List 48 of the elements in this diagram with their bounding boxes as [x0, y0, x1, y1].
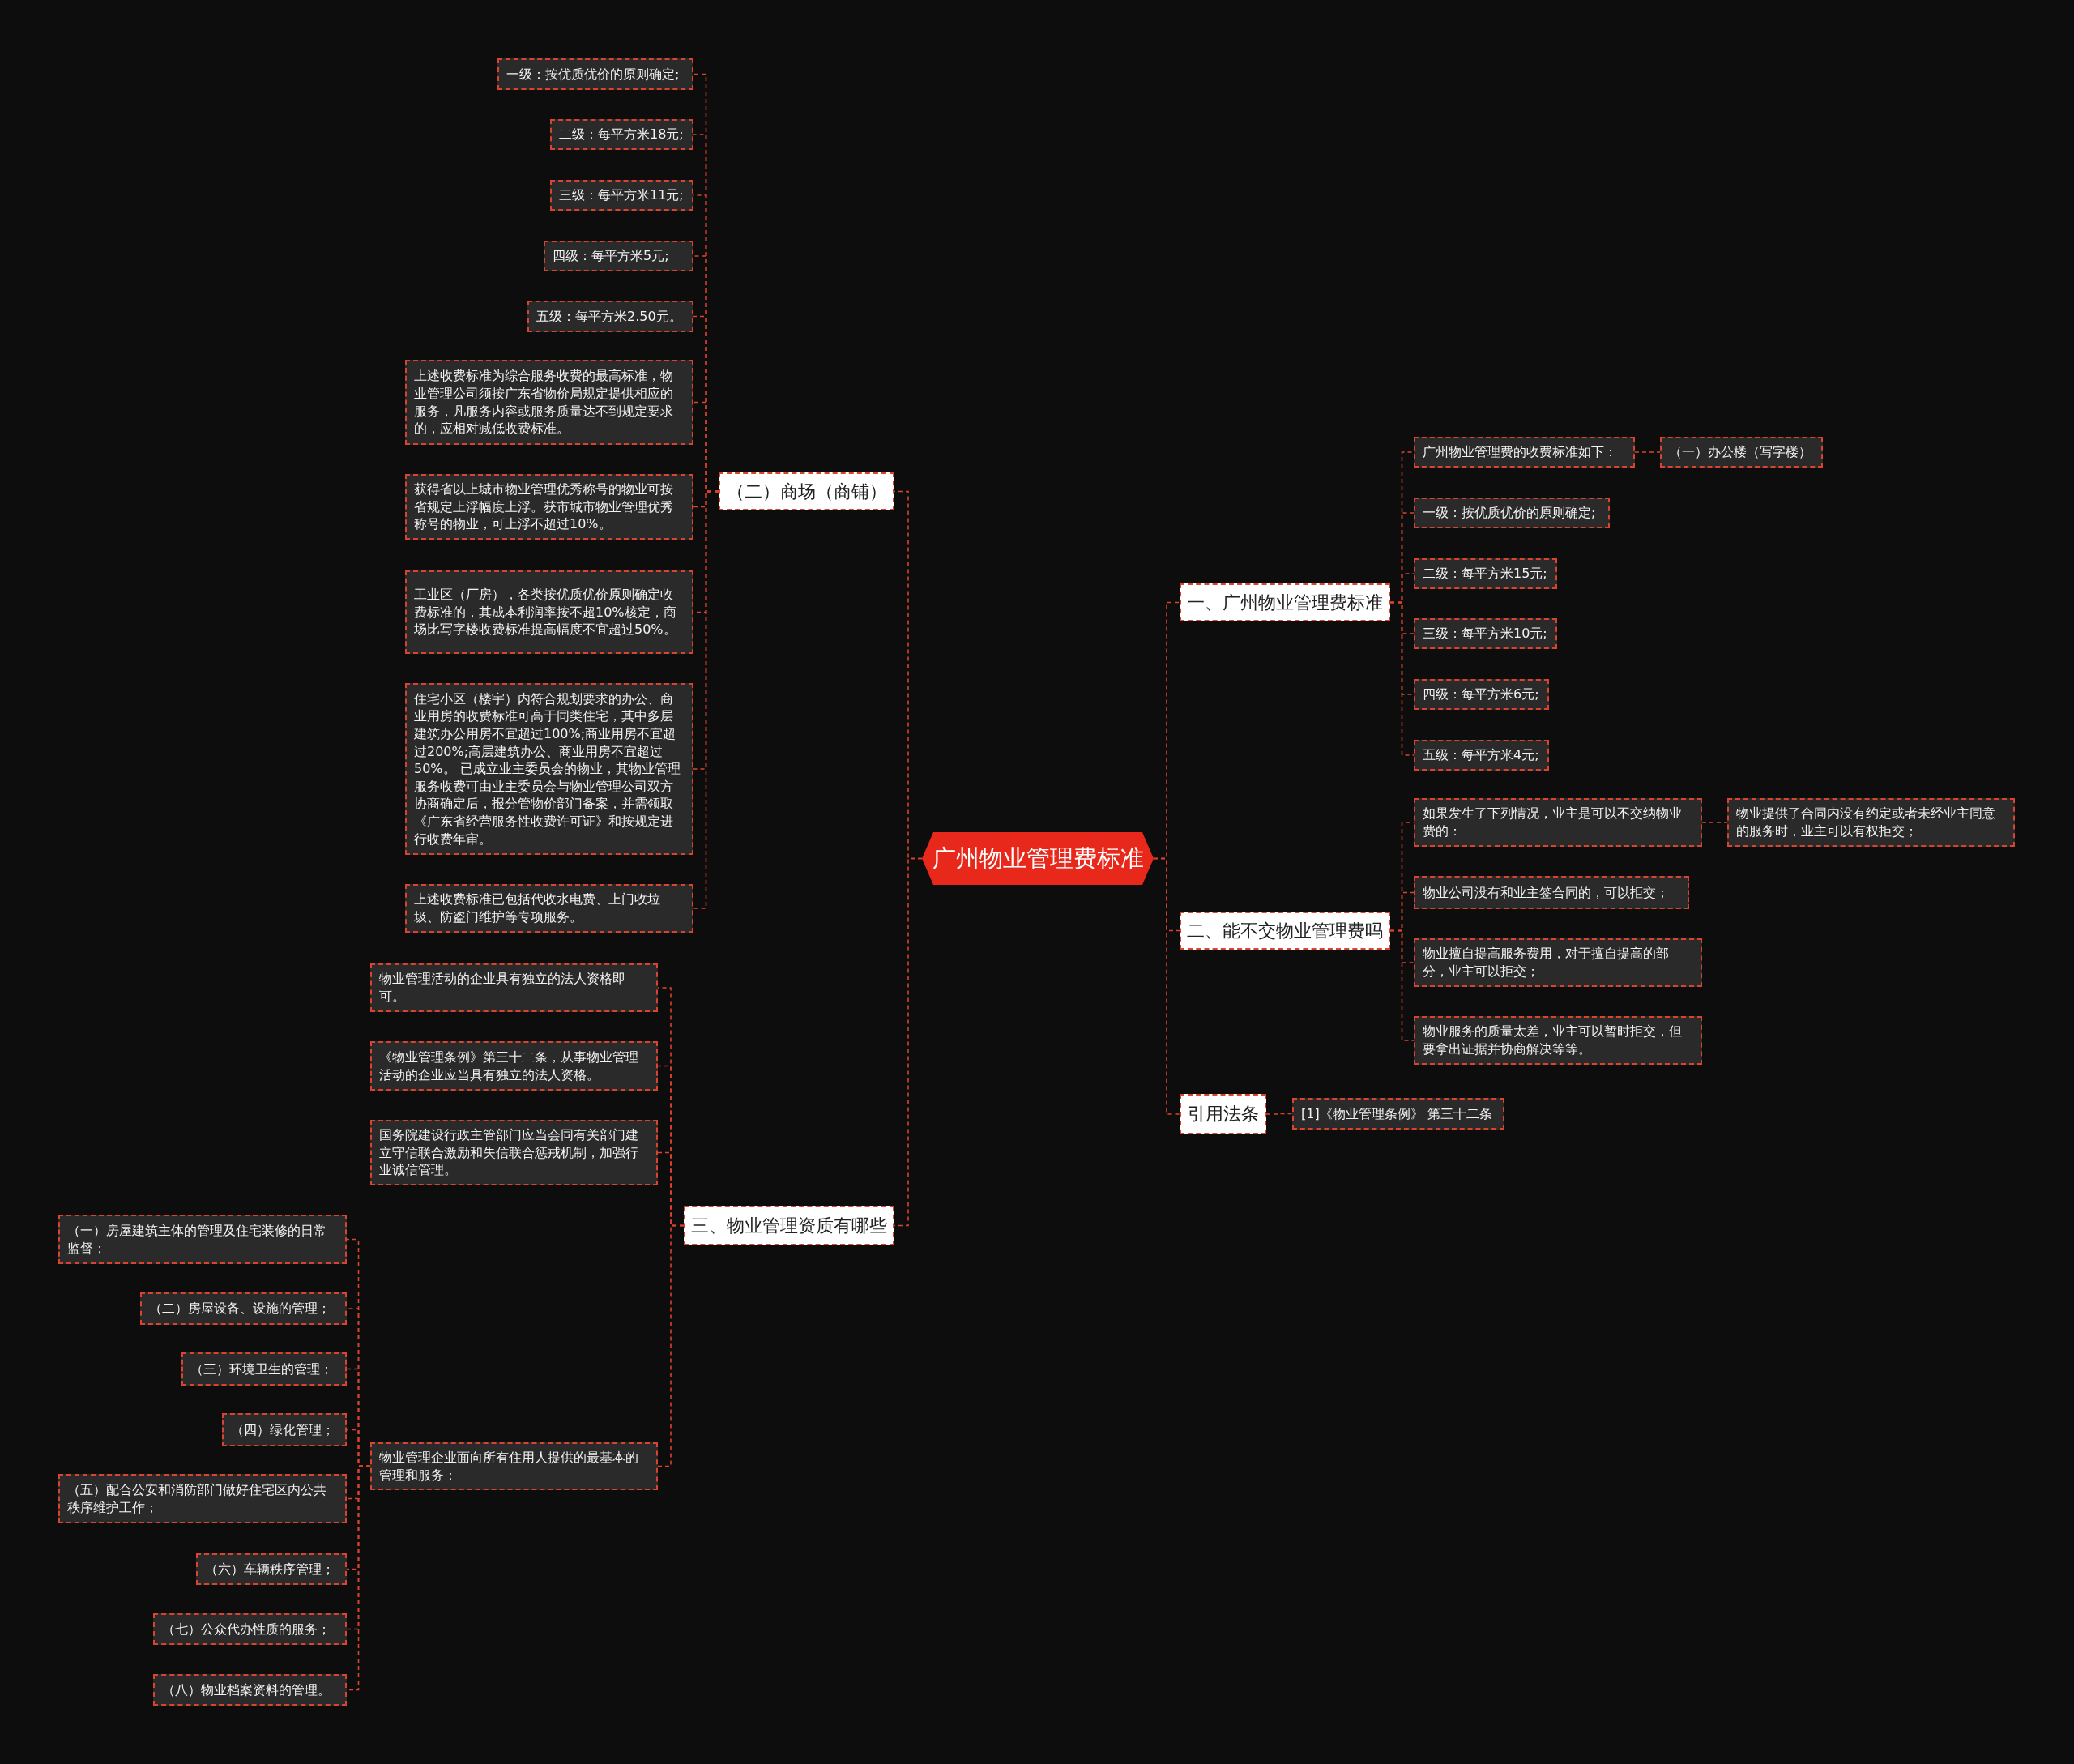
subtopic-node: （四）绿化管理； [222, 1413, 347, 1446]
subtopic-node: 《物业管理条例》第三十二条，从事物业管理活动的企业应当具有独立的法人资格。 [370, 1041, 658, 1091]
subtopic-node: （五）配合公安和消防部门做好住宅区内公共秩序维护工作； [58, 1474, 347, 1523]
subtopic-node: 五级：每平方米4元; [1414, 740, 1549, 771]
connector-line [1634, 451, 1661, 453]
subtopic-node: [1]《物业管理条例》 第三十二条 [1292, 1098, 1504, 1130]
subtopic-node: 获得省以上城市物业管理优秀称号的物业可按省规定上浮幅度上浮。获市城市物业管理优秀称号的物业，可上浮不超过10%。 [405, 474, 693, 540]
subtopic-node: 工业区（厂房），各类按优质优价原则确定收费标准的，其成本利润率按不超10%核定，商场比写字楼收费标准提高幅度不宜超过50%。 [405, 570, 693, 654]
subtopic-node: 物业擅自提高服务费用，对于擅自提高的部分，业主可以拒交； [1414, 938, 1702, 987]
subtopic-node: （二）房屋设备、设施的管理； [140, 1292, 347, 1325]
subtopic-node: （七）公众代办性质的服务； [153, 1613, 347, 1645]
subtopic-node: 如果发生了下列情况，业主是可以不交纳物业费的： [1414, 798, 1702, 847]
connector-line [1265, 1113, 1293, 1115]
subtopic-node: 三级：每平方米11元; [550, 180, 693, 211]
subtopic-node: （八）物业档案资料的管理。 [153, 1674, 347, 1706]
subtopic-node: （一）办公楼（写字楼） [1660, 437, 1823, 468]
subtopic-node: 物业提供了合同内没有约定或者未经业主同意的服务时，业主可以有权拒交； [1727, 798, 2015, 847]
subtopic-node: 四级：每平方米6元; [1414, 679, 1549, 710]
subtopic-node: 上述收费标准为综合服务收费的最高标准，物业管理公司须按广东省物价局规定提供相应的服务，凡服务内容或服务质量达不到规定要求的，应相对减低收费标准。 [405, 360, 693, 445]
subtopic-node: 三级：每平方米10元; [1414, 618, 1557, 649]
subtopic-node: 一级：按优质优价的原则确定; [497, 58, 693, 90]
root-topic-node: 广州物业管理费标准 [922, 832, 1154, 885]
connector-line [657, 1224, 685, 1467]
subtopic-node: 一级：按优质优价的原则确定; [1414, 498, 1610, 528]
subtopic-node: （一）房屋建筑主体的管理及住宅装修的日常监督； [58, 1215, 347, 1264]
topic-node: 一、广州物业管理费标准 [1180, 583, 1390, 621]
subtopic-node: 二级：每平方米15元; [1414, 558, 1557, 589]
subtopic-node: （三）环境卫生的管理； [181, 1352, 347, 1386]
topic-node: 三、物业管理资质有哪些 [684, 1206, 894, 1245]
subtopic-node: 物业管理企业面向所有住用人提供的最基本的管理和服务： [370, 1442, 658, 1490]
subtopic-node: 国务院建设行政主管部门应当会同有关部门建立守信联合激励和失信联合惩戒机制，加强行业诚信管理。 [370, 1120, 658, 1185]
connector-line [1389, 929, 1415, 1041]
subtopic-node: 物业服务的质量太差，业主可以暂时拒交，但要拿出证据并协商解决等等。 [1414, 1016, 1702, 1065]
subtopic-node: 五级：每平方米2.50元。 [527, 301, 693, 332]
connector-line [1153, 857, 1180, 1115]
subtopic-node: 上述收费标准已包括代收水电费、上门收垃圾、防盗门维护等专项服务。 [405, 884, 693, 933]
subtopic-node: 物业公司没有和业主签合同的，可以拒交； [1414, 876, 1689, 909]
subtopic-node: 物业管理活动的企业具有独立的法人资格即可。 [370, 963, 658, 1012]
subtopic-node: （六）车辆秩序管理； [196, 1553, 347, 1585]
subtopic-node: 二级：每平方米18元; [550, 119, 693, 150]
topic-node: 引用法条 [1180, 1094, 1266, 1134]
topic-node: （二）商场（商铺） [719, 472, 894, 510]
topic-node: 二、能不交物业管理费吗 [1180, 912, 1390, 950]
subtopic-node: 住宅小区（楼宇）内符合规划要求的办公、商业用房的收费标准可高于同类住宅，其中多层建筑办公用房不宜超过100%;商业用房不宜超过200%;高层建筑办公、商业用房不宜超过50%。 已成立业主委员会的物业，其物业管理服务收费可由业主委员会与物业管理公司双方协商确定后，报分管物价部门备案，并需领取《广东省经营服务性收费许可证》和按规定进行收费年审。 [405, 683, 693, 855]
subtopic-node: 广州物业管理费的收费标准如下： [1414, 437, 1635, 468]
subtopic-node: 四级：每平方米5元; [544, 241, 693, 271]
connector-line [1701, 822, 1728, 823]
connector-line [1389, 601, 1415, 756]
